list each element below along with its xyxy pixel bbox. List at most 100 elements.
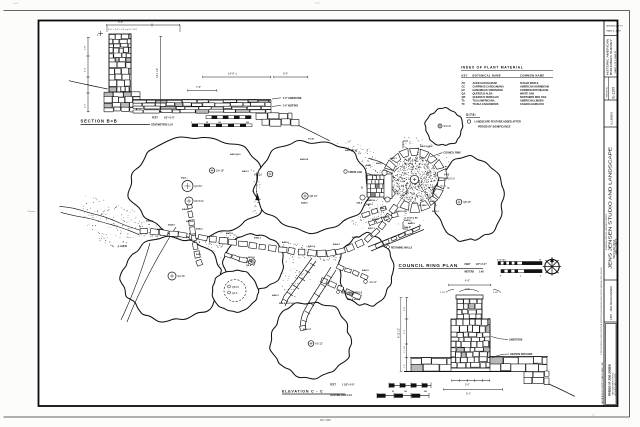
svg-text:6448: 6448 <box>444 175 450 177</box>
svg-text:3 1/2": 3 1/2" <box>440 292 446 294</box>
svg-text:6450.6: 6450.6 <box>282 241 289 244</box>
svg-text:0: 0 <box>191 122 192 124</box>
svg-text:6478 A: 6478 A <box>186 220 193 223</box>
svg-text:QB 10.5 H: QB 10.5 H <box>444 179 455 181</box>
svg-text:LAWN: LAWN <box>118 244 127 248</box>
svg-text:HISTORIC AMERICAN: HISTORIC AMERICAN <box>607 39 610 75</box>
svg-text:6448.56: 6448.56 <box>367 199 376 202</box>
svg-text:200: 200 <box>424 391 427 393</box>
svg-text:QA 84": QA 84" <box>194 184 202 188</box>
svg-text:METERS: METERS <box>465 272 475 274</box>
svg-text:QB 25": QB 25" <box>463 200 471 204</box>
svg-text:6446: 6446 <box>366 164 372 167</box>
svg-text:NATIONAL PARK SERVICE: NATIONAL PARK SERVICE <box>612 372 615 395</box>
svg-text:SURVEY No.: SURVEY No. <box>607 86 609 98</box>
svg-text:6473.52: 6473.52 <box>194 199 204 203</box>
svg-text:QB 18": QB 18" <box>309 194 317 198</box>
svg-text:1: 1 <box>520 276 521 278</box>
svg-text:ACER SACCHARUM: ACER SACCHARUM <box>473 82 497 85</box>
svg-text:LANDSCAPE FEATURE ADDED AFT: LANDSCAPE FEATURE ADDED AFTER <box>475 121 521 124</box>
svg-text:6443.5 QB: 6443.5 QB <box>396 210 407 213</box>
svg-text:CANADA HEMLOCK: CANADA HEMLOCK <box>520 103 544 106</box>
svg-text:CC: CC <box>462 86 466 89</box>
svg-text:6446.5: 6446.5 <box>404 219 411 222</box>
svg-text:COUNCIL RING: COUNCIL RING <box>444 151 462 154</box>
svg-text:FEET: FEET <box>330 385 336 387</box>
svg-text:6482.1: 6482.1 <box>390 157 397 160</box>
svg-text:WALK #03 1/4": WALK #03 1/4" <box>279 302 294 305</box>
svg-text:BUILDINGS SURVEY: BUILDINGS SURVEY <box>610 39 613 75</box>
svg-text:6450.5: 6450.5 <box>347 293 354 296</box>
svg-text:A NATIONAL HISTORIC LANDMARK D: A NATIONAL HISTORIC LANDMARK DISTRICT <box>605 214 608 250</box>
svg-text:L: L <box>97 33 99 37</box>
svg-text:6421.6: 6421.6 <box>157 228 164 231</box>
svg-text:6461.3: 6461.3 <box>432 210 439 213</box>
svg-text:6463.5 QB 6": 6463.5 QB 6" <box>420 145 433 148</box>
svg-text:WALK #03'6": WALK #03'6" <box>347 298 360 301</box>
svg-text:AMERICAN LINDEN: AMERICAN LINDEN <box>520 100 544 103</box>
svg-text:6445.3: 6445.3 <box>366 203 373 206</box>
svg-text:1'-1 1/2": 1'-1 1/2" <box>404 345 406 353</box>
svg-text:6461.2: 6461.2 <box>242 170 249 173</box>
svg-text:HAMAMELIS VIRGINIANA: HAMAMELIS VIRGINIANA <box>473 89 504 92</box>
svg-text:10: 10 <box>539 260 541 262</box>
svg-text:6447.8: 6447.8 <box>226 232 233 235</box>
svg-text:GRANITE BOULDER: GRANITE BOULDER <box>510 353 533 356</box>
svg-text:TC: TC <box>462 103 466 106</box>
svg-text:6454.2: 6454.2 <box>333 243 340 246</box>
svg-text:WALK: WALK <box>380 207 387 210</box>
svg-text:6'-1": 6'-1" <box>466 392 471 395</box>
svg-text:SUGAR MAPLE: SUGAR MAPLE <box>520 82 539 85</box>
svg-text:PERIOD OF SIGNIFICANCE: PERIOD OF SIGNIFICANCE <box>478 125 511 128</box>
svg-text:6422 +: 6422 + <box>181 177 188 180</box>
svg-text:QB: QB <box>462 96 466 99</box>
svg-text:QB 4': QB 4' <box>246 264 252 267</box>
svg-text:FIREPLACE: FIREPLACE <box>349 171 363 174</box>
svg-text:rev: rev <box>592 415 595 417</box>
svg-text:4'-0": 4'-0" <box>465 279 470 282</box>
svg-text:ADDENDUM TO: ADDENDUM TO <box>607 25 624 28</box>
svg-text:6476: 6476 <box>196 253 202 256</box>
svg-text:AS-12": AS-12" <box>315 342 323 346</box>
svg-text:C: C <box>409 141 411 145</box>
svg-text:HV: HV <box>462 89 466 92</box>
svg-text:1:48: 1:48 <box>479 271 484 274</box>
svg-text:6445.9: 6445.9 <box>408 222 415 225</box>
svg-text:[2'-0" x 1'-6" x 1'-6" cap 1'-: [2'-0" x 1'-6" x 1'-6" cap 1'-7 1/2"] <box>108 29 137 31</box>
svg-text:SHEET 4 OF 5 SHEETS: SHEET 4 OF 5 SHEETS <box>615 50 617 73</box>
svg-text:6450.5: 6450.5 <box>362 269 369 272</box>
svg-text:QA: QA <box>462 93 466 96</box>
svg-text:sheet: sheet <box>315 2 321 5</box>
svg-text:± 6452.8: ± 6452.8 <box>246 256 255 259</box>
svg-text:ELEVATION C - C: ELEVATION C - C <box>282 389 323 393</box>
svg-text:50: 50 <box>392 391 394 393</box>
svg-text:6450.2: 6450.2 <box>272 294 279 297</box>
svg-text:B: B <box>361 186 363 190</box>
svg-text:SECTION B=B: SECTION B=B <box>81 119 118 124</box>
svg-text:2'-6": 2'-6" <box>404 306 406 311</box>
svg-text:ILLINOIS: ILLINOIS <box>610 112 614 125</box>
svg-text:6455.8: 6455.8 <box>352 236 359 239</box>
svg-text:P.O.B.: P.O.B. <box>308 139 315 141</box>
svg-text:QA 36": QA 36" <box>177 274 185 278</box>
svg-text:QA 18': QA 18' <box>246 260 253 263</box>
svg-text:QUERCUS BOREALIS: QUERCUS BOREALIS <box>473 96 499 99</box>
svg-text:2'-6": 2'-6" <box>85 103 87 108</box>
svg-text:646.A: 646.A <box>357 202 363 205</box>
svg-text:6451.9: 6451.9 <box>308 245 315 248</box>
svg-text:QA-18": QA-18" <box>216 169 224 173</box>
svg-text:COUNCIL RING PLAN: COUNCIL RING PLAN <box>399 263 458 268</box>
svg-text:6446: 6446 <box>430 200 436 203</box>
svg-text:6444.9: 6444.9 <box>168 224 175 227</box>
svg-text:6413.0: 6413.0 <box>254 173 262 177</box>
svg-text:6483 QB 36": 6483 QB 36" <box>345 149 358 152</box>
svg-text:2'-1": 2'-1" <box>404 329 406 334</box>
svg-text:1/4"=1'-0": 1/4"=1'-0" <box>476 263 487 266</box>
svg-text:BOTANICAL NAME: BOTANICAL NAME <box>473 73 501 77</box>
svg-text:6448.5: 6448.5 <box>301 202 308 205</box>
svg-text:COMMON WITCHHAZEL: COMMON WITCHHAZEL <box>520 89 549 92</box>
svg-text:IL-1109: IL-1109 <box>612 87 616 99</box>
svg-text:6457.1: 6457.1 <box>368 227 375 230</box>
svg-text:RETAINING WALLS: RETAINING WALLS <box>341 291 363 294</box>
svg-text:0 1 2 3 4 5: 0 1 2 3 4 5 <box>497 259 506 262</box>
